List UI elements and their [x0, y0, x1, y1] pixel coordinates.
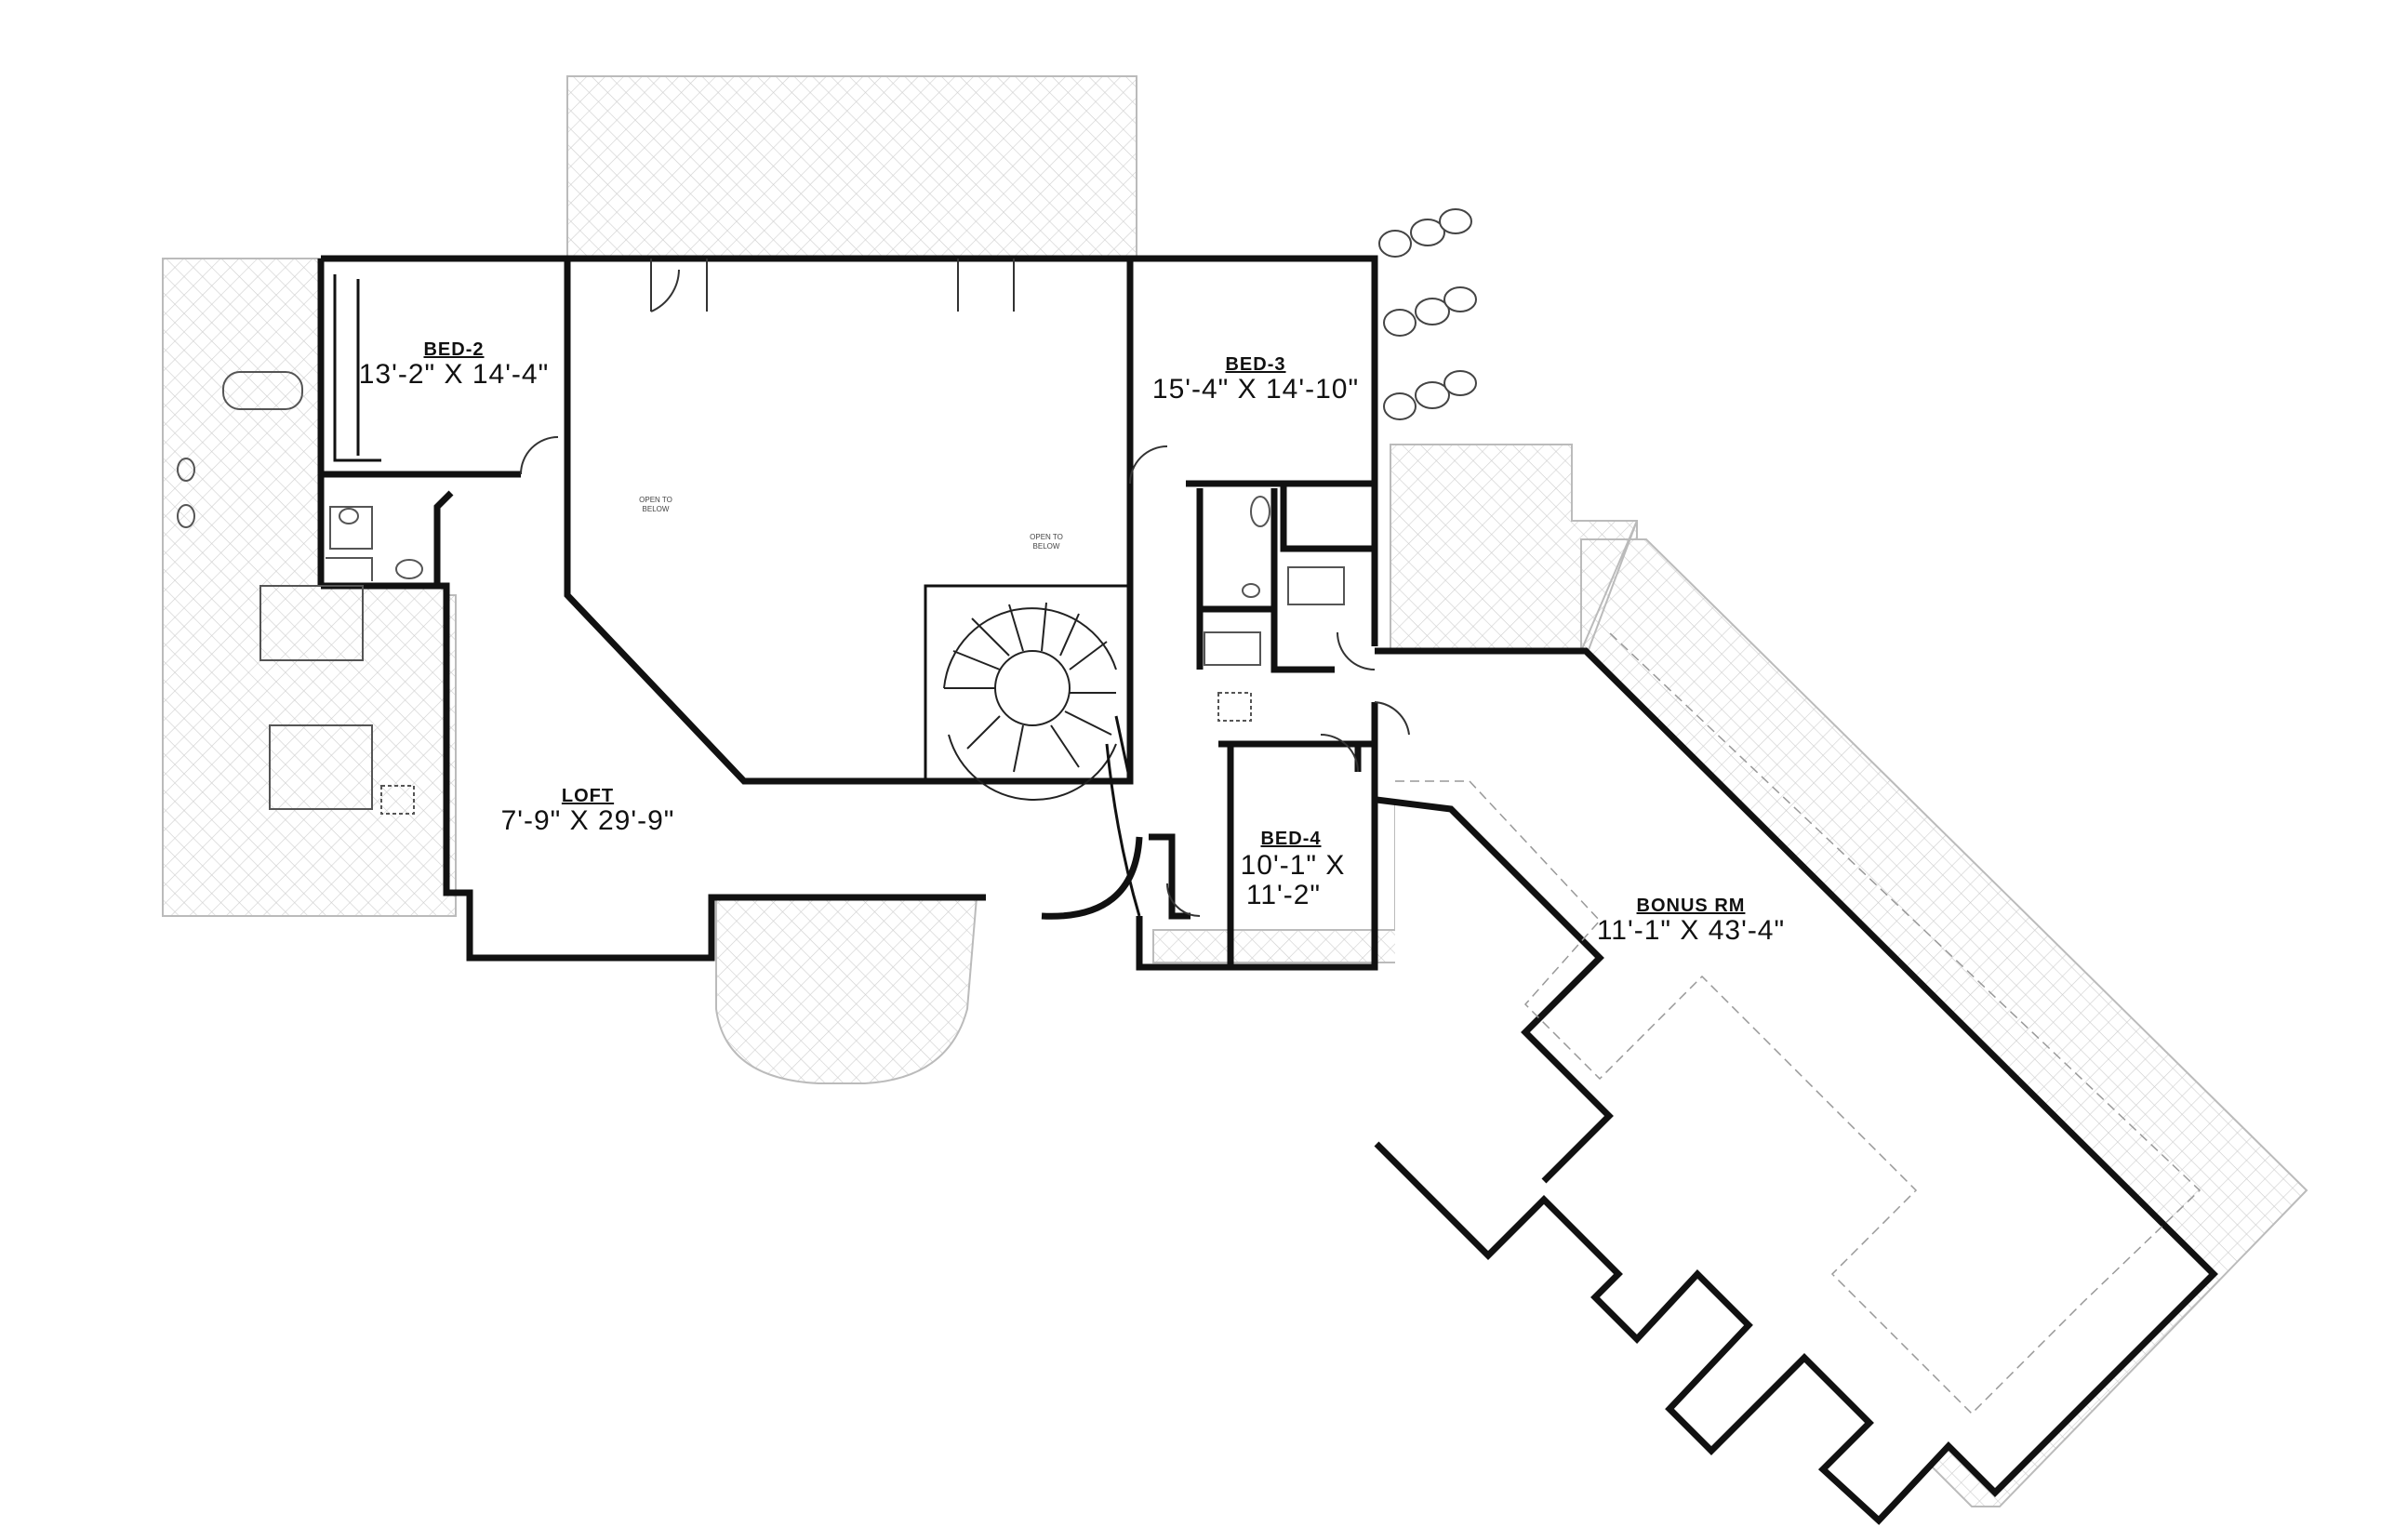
bed4-name: BED-4	[1260, 829, 1321, 849]
top-porch-roof	[566, 75, 1137, 259]
open-note-2b: BELOW	[1033, 542, 1060, 551]
bed2-name: BED-2	[423, 339, 484, 360]
loft-dims: 7'-9" X 29'-9"	[501, 805, 675, 836]
open-to-below	[564, 259, 1134, 785]
front-bay-roof	[715, 896, 978, 1084]
loft-name: LOFT	[562, 786, 614, 806]
bonus-room-floor	[1395, 656, 2214, 1520]
bonus-kneewall	[1395, 631, 2201, 1415]
open-note-2a: OPEN TO	[1030, 533, 1063, 541]
bed3-bath	[1204, 496, 1345, 722]
bed2-dims: 13'-2" X 14'-4"	[359, 359, 550, 390]
bed3-dims: 15'-4" X 14'-10"	[1152, 374, 1359, 405]
bed3-walls	[1126, 259, 1375, 673]
left-wing-fixtures	[177, 371, 415, 815]
bed3-name: BED-3	[1225, 354, 1285, 375]
bed4-dims-1: 10'-1" X	[1241, 850, 1346, 881]
open-note-1a: OPEN TO	[639, 496, 672, 504]
open-note-1b: BELOW	[643, 505, 670, 513]
trees	[1378, 208, 1477, 420]
bonus-name: BONUS RM	[1637, 896, 1746, 916]
bed4-dims-2: 11'-2"	[1246, 880, 1321, 910]
bed4-walls	[1149, 702, 1378, 930]
right-small-roof	[1152, 929, 1405, 963]
bed2-bath	[326, 506, 423, 581]
spiral-stair	[943, 602, 1143, 920]
doors	[520, 259, 1410, 917]
bed2-walls	[321, 259, 571, 586]
bonus-dims: 11'-1" X 43'-4"	[1597, 915, 1785, 946]
